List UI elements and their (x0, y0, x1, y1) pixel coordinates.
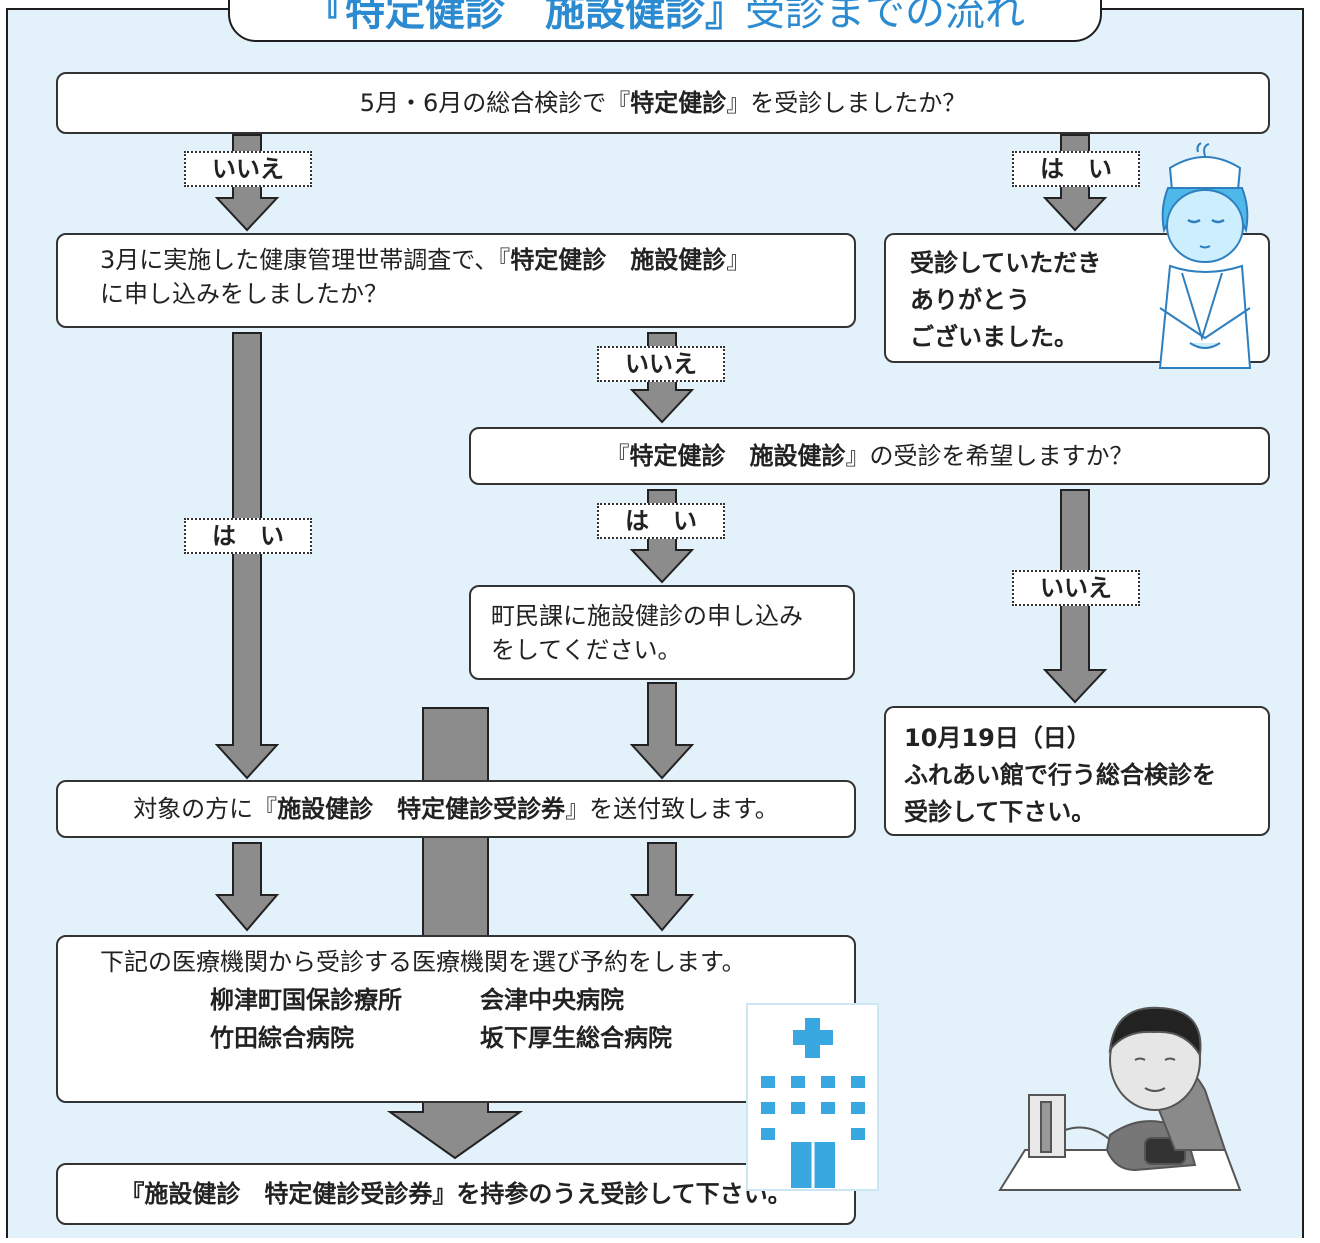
q2-line1-pre: 3月に実施した健康管理世帯調査で、『 (100, 246, 511, 274)
apply-line2: をしてください。 (491, 636, 682, 664)
q2-line1-strong: 特定健診 施設健診 (510, 246, 727, 274)
question-box-1: 5月・6月の総合検診で『特定健診』を受診しましたか？ (56, 72, 1270, 134)
label-no-2: いいえ (597, 346, 725, 382)
question-box-2: 3月に実施した健康管理世帯調査で、『特定健診 施設健診』 に申し込みをしましたか… (56, 233, 856, 328)
title-bracketed: 『特定健診 施設健診』 (305, 0, 745, 35)
label-no-3: いいえ (1012, 570, 1140, 606)
clinic-2: 会津中央病院 (480, 986, 624, 1014)
label-yes-2: は い (184, 518, 312, 554)
arrow-q2-to-send (214, 332, 280, 780)
send-text-post: 』を送付致します。 (565, 795, 779, 823)
hospital-illustration (746, 1003, 879, 1191)
apply-box: 町民課に施設健診の申し込み をしてください。 (469, 585, 855, 680)
arrow-send-to-choose-left (214, 842, 280, 932)
send-box: 対象の方に『施設健診 特定健診受診券』を送付致します。 (56, 780, 856, 838)
clinic-3: 竹田綜合病院 (210, 1024, 354, 1052)
page-title: 『特定健診 施設健診』受診までの流れ (228, 0, 1102, 42)
final-box: 『施設健診 特定健診受診券』を持参のうえ受診して下さい。 (56, 1163, 856, 1225)
choose-box: 下記の医療機関から受診する医療機関を選び予約をします。 柳津町国保診療所 会津中… (56, 935, 856, 1103)
question-box-3: 『特定健診 施設健診』の受診を希望しますか？ (469, 427, 1270, 485)
label-yes-3: は い (597, 503, 725, 539)
arrow-send-to-choose-right (629, 842, 695, 932)
oct-line2: ふれあい館で行う総合検診を (904, 761, 1216, 789)
q2-line2: に申し込みをしましたか？ (100, 280, 388, 308)
q3-text-strong: 特定健診 施設健診 (629, 442, 846, 470)
title-rest: 受診までの流れ (745, 0, 1025, 35)
oct-line3: 受診して下さい。 (904, 798, 1096, 826)
thanks-line3: ございました。 (910, 323, 1078, 351)
label-yes-1: は い (1012, 151, 1140, 187)
apply-line1: 町民課に施設健診の申し込み (491, 602, 803, 630)
choose-line1: 下記の医療機関から受診する医療機関を選び予約をします。 (100, 948, 746, 976)
send-text-pre: 対象の方に『 (133, 795, 278, 823)
clinic-4: 坂下厚生総合病院 (480, 1024, 672, 1052)
oct-line1: 10月19日（日） (904, 724, 1091, 752)
final-text: 『施設健診 特定健診受診券』を持参のうえ受診して下さい。 (120, 1180, 792, 1208)
q3-text-post: 』の受診を希望しますか？ (845, 442, 1134, 470)
nurse-illustration (1158, 142, 1252, 369)
thanks-line1: 受診していただき (910, 249, 1102, 277)
arrow-apply-to-send (629, 682, 695, 780)
clinic-1: 柳津町国保診療所 (210, 986, 402, 1014)
q1-text-strong: 特定健診 (630, 89, 727, 117)
q2-line1-post: 』 (726, 246, 751, 274)
blood-pressure-illustration (998, 1006, 1242, 1191)
label-no-1: いいえ (184, 151, 312, 187)
q3-text-pre: 『 (605, 442, 630, 470)
thanks-line2: ありがとう (910, 286, 1030, 314)
october-box: 10月19日（日） ふれあい館で行う総合検診を 受診して下さい。 (884, 706, 1270, 836)
q1-text-pre: 5月・6月の総合検診で『 (359, 89, 631, 117)
send-text-strong: 施設健診 特定健診受診券 (277, 795, 566, 823)
q1-text-post: 』を受診しましたか？ (726, 89, 967, 117)
